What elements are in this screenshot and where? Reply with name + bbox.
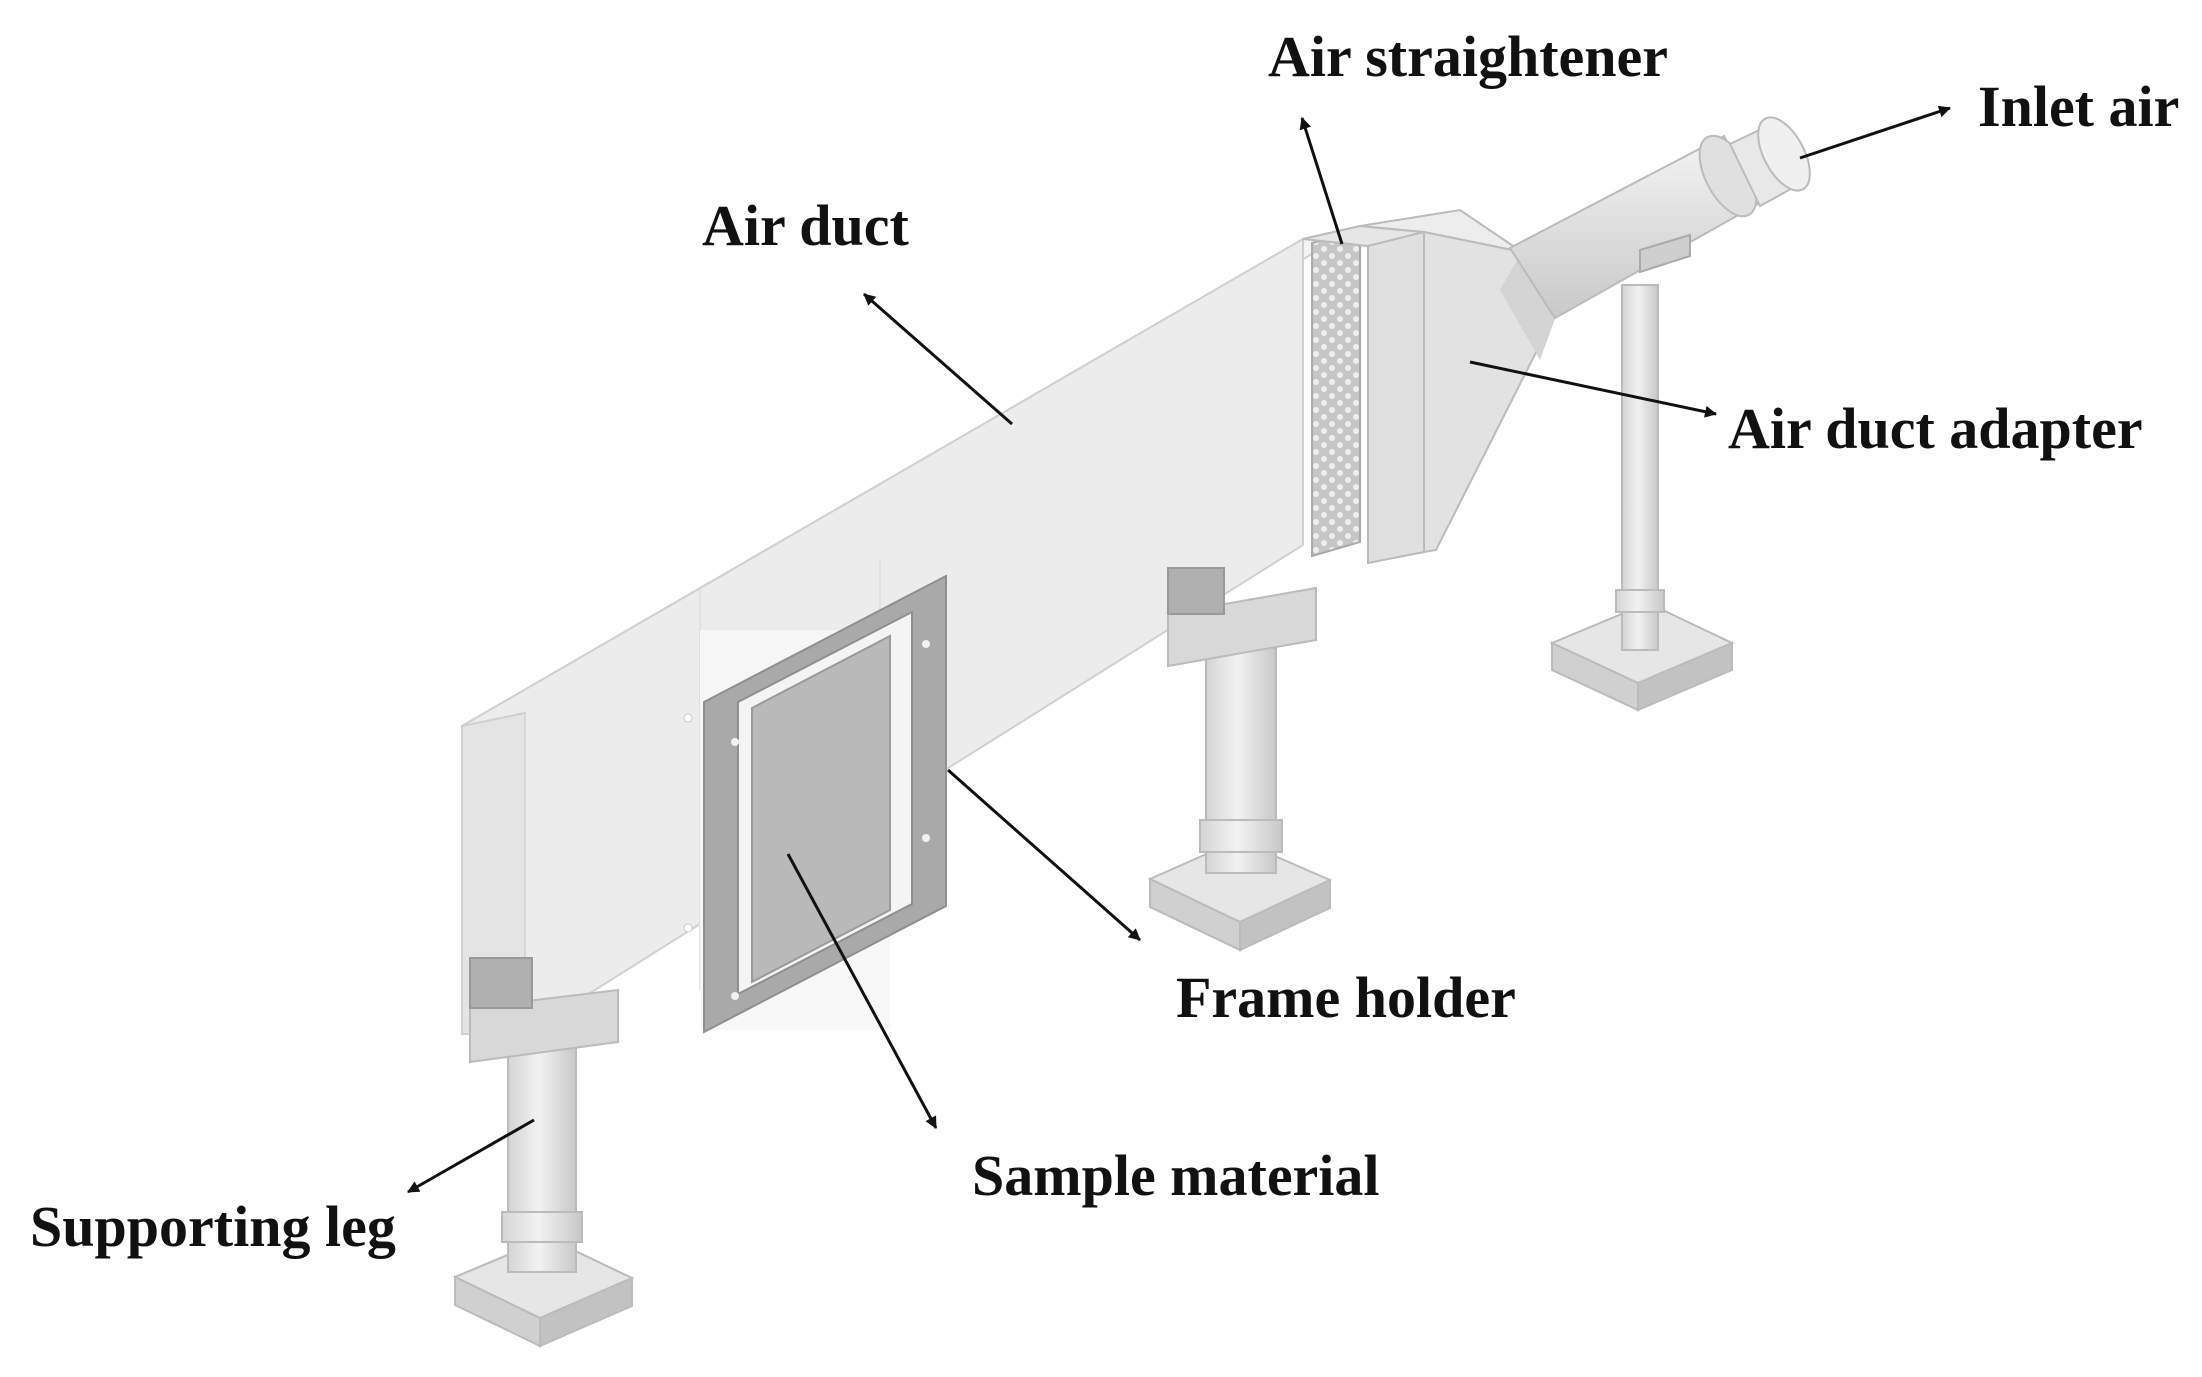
duct-screw	[683, 923, 693, 933]
air-straightener	[1302, 224, 1425, 565]
pipe-bracket	[1639, 233, 1691, 274]
label-air-straightener: Air straightener	[1268, 24, 1668, 89]
leader-arrows	[407, 105, 1951, 1194]
leg-collar	[1615, 589, 1665, 613]
frame-bolt	[731, 992, 739, 1000]
adapter-shadow	[1500, 252, 1560, 360]
supporting-leg-middle	[1147, 567, 1333, 952]
leg-base-right	[1239, 878, 1331, 952]
label-air-duct: Air duct	[702, 193, 909, 258]
duct-screw	[683, 713, 693, 723]
label-air-duct-adapter: Air duct adapter	[1728, 396, 2143, 461]
label-sample-material: Sample material	[972, 1143, 1380, 1208]
arrow-frame-holder	[947, 768, 1141, 942]
arrow-inlet-air	[1799, 105, 1951, 160]
leg-clamp	[1167, 567, 1225, 615]
arrow-sample-material	[786, 853, 938, 1129]
arrow-air-duct-adapter	[1469, 360, 1717, 418]
label-frame-holder: Frame holder	[1176, 965, 1516, 1030]
straightener-honeycomb	[1311, 228, 1361, 558]
label-inlet-air: Inlet air	[1978, 74, 2180, 139]
supporting-leg-rear	[1549, 284, 1735, 712]
straightener-front	[1367, 230, 1425, 565]
supporting-leg-front	[452, 957, 635, 1348]
air-duct-adapter	[1359, 208, 1562, 554]
sample-material	[751, 634, 891, 984]
leg-collar	[501, 1211, 583, 1243]
arrow-supporting-leg	[407, 1118, 535, 1194]
leg-clamp	[469, 957, 533, 1009]
arrow-air-straightener	[1299, 117, 1344, 245]
frame-holder	[683, 574, 947, 1034]
label-supporting-leg: Supporting leg	[30, 1194, 396, 1259]
frame-bolt	[731, 738, 739, 746]
inlet-mouth	[1757, 116, 1811, 192]
leg-base-right	[539, 1276, 633, 1348]
leg-base-right	[1637, 641, 1733, 712]
frame-bolt	[922, 834, 930, 842]
inlet-pipe	[1508, 116, 1811, 320]
arrow-air-duct	[863, 292, 1013, 426]
leg-collar	[1199, 819, 1283, 853]
frame-bolt	[922, 640, 930, 648]
